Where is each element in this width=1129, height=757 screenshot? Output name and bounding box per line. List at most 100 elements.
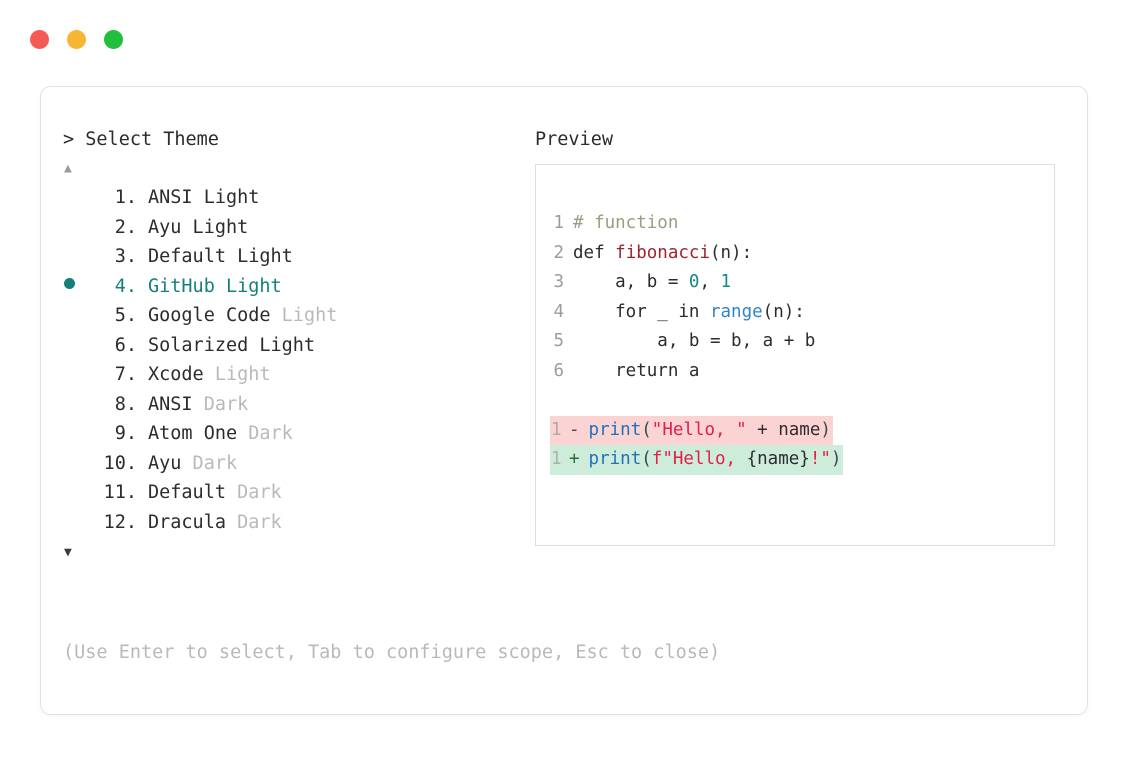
code-token: {name} xyxy=(746,449,810,469)
theme-item-index: 4. xyxy=(114,275,137,297)
code-token: "Hello, " xyxy=(651,419,747,440)
code-token: ) xyxy=(830,449,842,469)
theme-item-variant: Dark xyxy=(181,452,238,474)
theme-list-item[interactable]: 4. GitHub Light xyxy=(63,272,533,302)
theme-item-index: 8. xyxy=(114,393,137,415)
code-token: print xyxy=(588,449,642,469)
code-token: ) xyxy=(820,419,831,440)
theme-item-index: 11. xyxy=(103,482,137,503)
theme-item-name: Ayu xyxy=(148,452,182,474)
theme-item-index: 9. xyxy=(114,423,137,444)
maximize-icon[interactable] xyxy=(104,30,123,49)
theme-picker-dialog: > Select Theme ▲ 1. ANSI Light 2.Ayu Light… xyxy=(40,86,1088,715)
code-line: 6 return a xyxy=(550,357,1054,387)
theme-list-item[interactable]: 3. Default Light xyxy=(63,242,533,272)
diff-row-added: 1 + print(f"Hello, {name}!") xyxy=(550,445,844,475)
theme-item-variant: Light xyxy=(270,305,338,326)
theme-list-item[interactable]: 2.Ayu Light xyxy=(63,213,533,243)
theme-item-index: 1. xyxy=(114,187,137,208)
theme-item-index: 6. xyxy=(114,334,137,356)
code-token: , xyxy=(699,272,721,292)
theme-item-index: 5. xyxy=(114,305,137,326)
line-number: 6 xyxy=(553,360,564,381)
minimize-icon[interactable] xyxy=(67,30,86,49)
page-title: > Select Theme xyxy=(63,129,219,150)
diff-row-removed: 1-print("Hello, " + name) xyxy=(550,415,843,445)
theme-item-index: 12. xyxy=(103,511,137,533)
code-token: fibonacci xyxy=(615,242,710,263)
code-line: 5 a, b = b, a + b xyxy=(550,327,1054,357)
theme-item-name: Atom One xyxy=(148,423,238,444)
code-token: f"Hello, xyxy=(651,449,747,469)
theme-item-index: 7. xyxy=(114,364,137,385)
theme-list-item[interactable]: 7. Xcode Light xyxy=(63,360,533,390)
theme-item-name: ANSI Light xyxy=(148,187,260,208)
theme-list-item[interactable]: 5. Google Code Light xyxy=(63,301,533,331)
keyboard-hint: (Use Enter to select, Tab to configure s… xyxy=(63,642,721,663)
theme-list-pane: > Select Theme ▲ 1. ANSI Light 2.Ayu Light… xyxy=(63,127,533,563)
line-number: 5 xyxy=(553,331,564,351)
theme-list: 1. ANSI Light 2.Ayu Light 3. Default Light 4.… xyxy=(63,183,533,537)
code-line: 1 # function xyxy=(550,209,1054,239)
code-token: return a xyxy=(573,360,700,381)
preview-title: Preview xyxy=(535,129,613,150)
theme-list-item[interactable]: 10. Ayu Dark xyxy=(63,449,533,479)
code-line: 4 for _ in range(n): xyxy=(550,298,1054,328)
selected-bullet-icon xyxy=(64,277,75,289)
code-token: !" xyxy=(809,449,831,469)
theme-list-item[interactable]: 11. Default Dark xyxy=(63,478,533,508)
theme-item-name: Default Light xyxy=(148,246,293,267)
theme-list-item[interactable]: 1. ANSI Light xyxy=(63,183,533,213)
scroll-up-arrow-icon[interactable]: ▲ xyxy=(64,161,72,176)
theme-item-name: Default xyxy=(148,482,226,503)
theme-list-item[interactable]: 6.Solarized Light xyxy=(63,331,533,361)
code-line: 2 def fibonacci(n): xyxy=(550,239,1054,269)
theme-item-variant: Dark xyxy=(225,482,282,503)
line-number: 3 xyxy=(553,272,564,292)
theme-item-name: GitHub Light xyxy=(148,275,282,297)
theme-item-variant: Dark xyxy=(237,423,293,444)
diff-preview: 1-print("Hello, " + name)1+print(f"Hello… xyxy=(550,415,844,475)
code-token: 0 xyxy=(688,272,700,292)
code-token: a, b = b, a + b xyxy=(573,331,816,351)
code-token: ( xyxy=(641,419,652,440)
theme-list-item[interactable]: 8.ANSI Dark xyxy=(63,390,533,420)
code-token: a, b = xyxy=(573,272,689,292)
code-blank-line xyxy=(550,386,1054,416)
diff-line-number: 1 xyxy=(551,449,562,469)
code-token: range xyxy=(709,301,763,322)
line-number: 4 xyxy=(553,301,564,322)
theme-list-item[interactable]: 9. Atom One Dark xyxy=(63,419,533,449)
theme-item-name: Google Code xyxy=(148,305,271,326)
theme-item-variant: Light xyxy=(203,364,271,385)
code-line: 3 a, b = 0, 1 xyxy=(550,268,1054,298)
line-number: 2 xyxy=(553,242,564,263)
theme-item-name: Ayu Light xyxy=(148,216,249,238)
diff-line-number: 1 xyxy=(551,419,562,440)
theme-item-variant: Dark xyxy=(225,511,282,533)
theme-item-name: Xcode xyxy=(148,364,204,385)
close-icon[interactable] xyxy=(30,30,49,49)
code-token: print xyxy=(588,419,642,440)
theme-item-index: 10. xyxy=(103,452,137,474)
window-traffic-lights xyxy=(30,30,123,49)
code-token: def xyxy=(573,242,616,263)
diff-marker: + xyxy=(569,449,580,469)
code-token: ( xyxy=(641,449,652,469)
line-number: 1 xyxy=(553,213,564,233)
theme-list-item[interactable]: 12.Dracula Dark xyxy=(63,508,533,538)
code-token: 1 xyxy=(720,272,732,292)
code-token: # function xyxy=(573,213,679,233)
theme-item-variant: Dark xyxy=(192,393,249,415)
diff-marker: - xyxy=(569,419,580,440)
code-token: (n): xyxy=(762,301,805,322)
code-token: for _ in xyxy=(573,301,710,322)
diff-line-removed: 1-print("Hello, " + name) xyxy=(550,415,833,445)
scroll-down-arrow-icon[interactable]: ▼ xyxy=(64,545,72,560)
code-token: (n): xyxy=(709,242,753,263)
code-token: + name xyxy=(746,419,821,440)
theme-item-index: 3. xyxy=(114,246,137,267)
